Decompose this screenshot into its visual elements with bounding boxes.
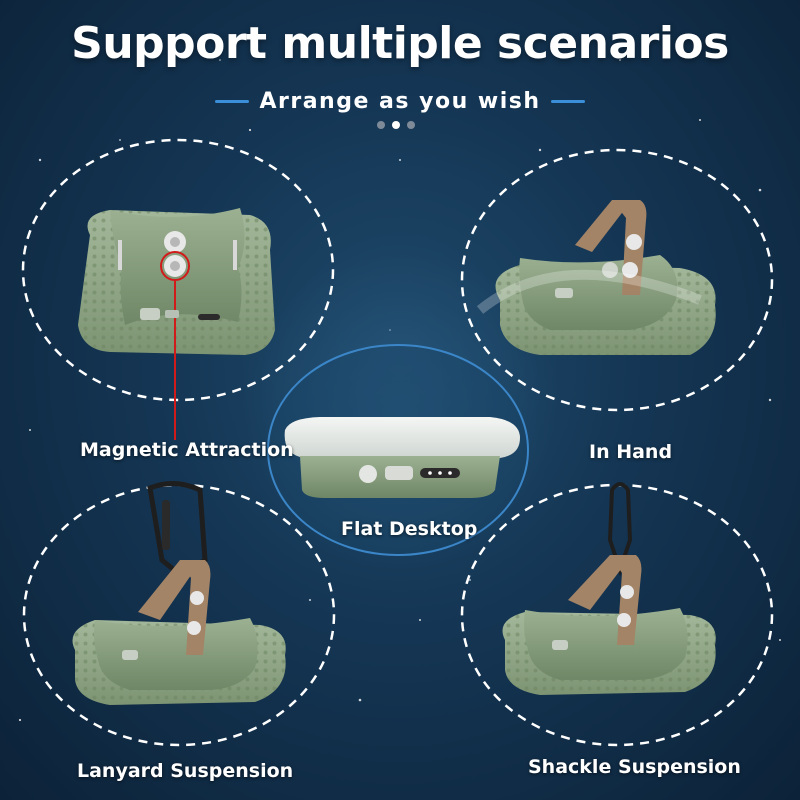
device-shackle [502,482,716,695]
ring-lanyard [22,483,336,747]
device-hand [476,200,716,355]
device-flat [284,417,520,498]
label-lanyard-suspension: Lanyard Suspension [77,760,294,782]
carousel-dot[interactable] [407,121,415,129]
carousel-dots[interactable] [377,121,415,129]
subtitle-left-rule [215,99,250,103]
label-magnetic-attraction: Magnetic Attraction [80,439,294,461]
device-magnetic [78,208,275,440]
subtitle-right-rule [550,99,585,103]
label-flat-desktop: Flat Desktop [341,518,478,540]
ring-magnetic [21,138,335,402]
label-in-hand: In Hand [589,441,673,463]
label-shackle-suspension: Shackle Suspension [528,756,741,778]
ring-hand [460,148,774,412]
page-title: Support multiple scenarios [71,18,729,69]
device-lanyard [72,481,286,705]
page-subtitle: Arrange as you wish [259,88,541,114]
starfield [18,59,781,722]
carousel-dot-active[interactable] [392,121,400,129]
carousel-dot[interactable] [377,121,385,129]
subtitle-row: Arrange as you wish [0,86,800,116]
